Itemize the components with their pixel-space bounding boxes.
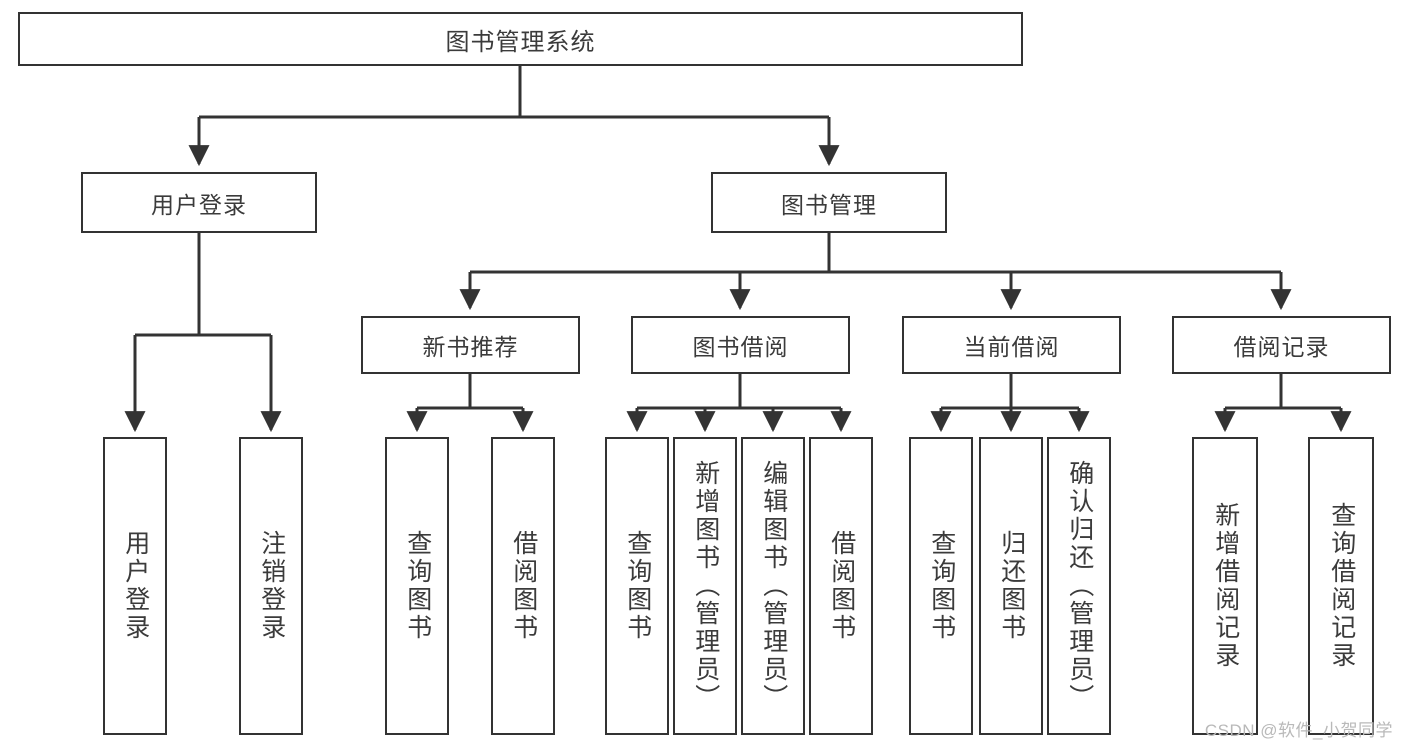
node-label: 用户登录 xyxy=(121,530,150,642)
node-label: 图书借阅 xyxy=(692,334,789,360)
watermark-text: CSDN @软件_小贺同学 xyxy=(1204,721,1393,740)
node-label: 确认归还（管理员） xyxy=(1065,460,1094,712)
leaf-query-book-new[interactable]: 查询图书 xyxy=(385,437,449,735)
node-label: 新增借阅记录 xyxy=(1211,502,1240,670)
leaf-return-book[interactable]: 归还图书 xyxy=(979,437,1043,735)
node-user-login[interactable]: 用户登录 xyxy=(81,172,317,233)
leaf-add-book-admin[interactable]: 新增图书（管理员） xyxy=(673,437,737,735)
node-label: 查询图书 xyxy=(927,530,956,642)
leaf-query-book-current[interactable]: 查询图书 xyxy=(909,437,973,735)
node-book-management[interactable]: 图书管理 xyxy=(711,172,947,233)
leaf-edit-book-admin[interactable]: 编辑图书（管理员） xyxy=(741,437,805,735)
node-borrow-records[interactable]: 借阅记录 xyxy=(1172,316,1391,374)
node-label: 图书管理系统 xyxy=(445,28,596,56)
node-book-borrow[interactable]: 图书借阅 xyxy=(631,316,850,374)
leaf-add-borrow-record[interactable]: 新增借阅记录 xyxy=(1192,437,1258,735)
leaf-query-book-borrow[interactable]: 查询图书 xyxy=(605,437,669,735)
node-label: 编辑图书（管理员） xyxy=(759,460,788,712)
node-label: 用户登录 xyxy=(151,191,247,218)
node-label: 查询图书 xyxy=(623,530,652,642)
node-label: 借阅记录 xyxy=(1233,334,1330,360)
node-label: 新增图书（管理员） xyxy=(691,460,720,712)
node-label: 归还图书 xyxy=(997,530,1026,642)
node-label: 查询借阅记录 xyxy=(1327,502,1356,670)
leaf-logout-login[interactable]: 注销登录 xyxy=(239,437,303,735)
node-root-system[interactable]: 图书管理系统 xyxy=(18,12,1023,66)
node-label: 当前借阅 xyxy=(963,334,1060,360)
node-label: 查询图书 xyxy=(403,530,432,642)
node-label: 新书推荐 xyxy=(422,334,519,360)
leaf-borrow-book[interactable]: 借阅图书 xyxy=(809,437,873,735)
node-current-borrow[interactable]: 当前借阅 xyxy=(902,316,1121,374)
node-new-book-recommend[interactable]: 新书推荐 xyxy=(361,316,580,374)
node-label: 借阅图书 xyxy=(827,530,856,642)
leaf-borrow-book-new[interactable]: 借阅图书 xyxy=(491,437,555,735)
node-label: 借阅图书 xyxy=(509,530,538,642)
node-label: 图书管理 xyxy=(781,191,877,218)
node-label: 注销登录 xyxy=(257,530,286,642)
leaf-user-login[interactable]: 用户登录 xyxy=(103,437,167,735)
leaf-query-borrow-record[interactable]: 查询借阅记录 xyxy=(1308,437,1374,735)
leaf-confirm-return-admin[interactable]: 确认归还（管理员） xyxy=(1047,437,1111,735)
